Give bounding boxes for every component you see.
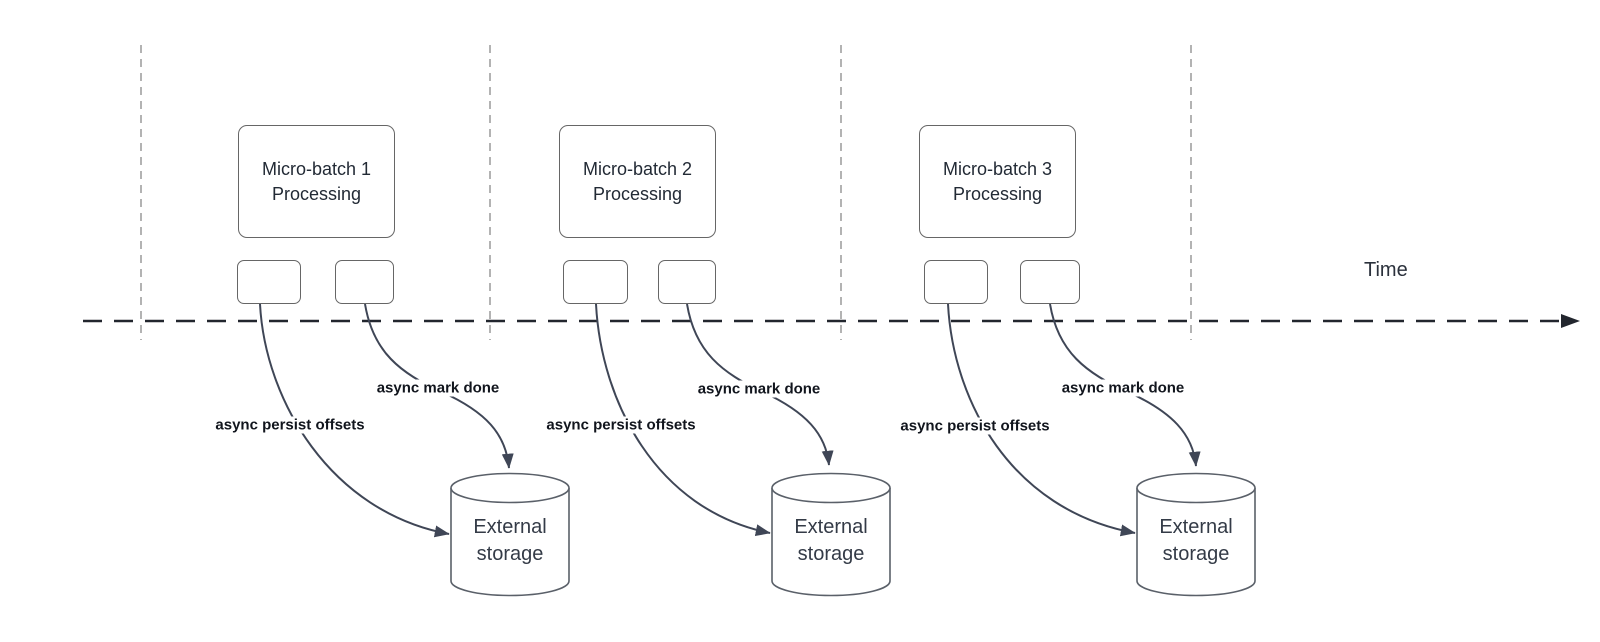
mark-done-label-2: async mark done xyxy=(694,380,824,398)
persist-offsets-arrow-2 xyxy=(595,303,771,537)
database-cylinder-icon-1 xyxy=(450,472,570,597)
process-box-micro-batch-2: Micro-batch 2 Processing xyxy=(559,125,716,238)
external-storage-label-1: External storage xyxy=(473,516,547,565)
external-storage-label-3: External storage xyxy=(1159,516,1233,565)
time-axis-label: Time xyxy=(1364,259,1408,281)
persist-offsets-label-3: async persist offsets xyxy=(897,417,1053,435)
process-box-micro-batch-3: Micro-batch 3 Processing xyxy=(919,125,1076,238)
time-axis-arrowhead-icon xyxy=(1561,314,1580,328)
database-cylinder-icon-3 xyxy=(1136,472,1256,597)
process-box-micro-batch-1: Micro-batch 1 Processing xyxy=(238,125,395,238)
external-storage-label-2: External storage xyxy=(794,516,868,565)
offsets-task-chip-1 xyxy=(237,260,301,304)
done-task-chip-3 xyxy=(1020,260,1080,304)
persist-offsets-arrow-1 xyxy=(259,303,450,538)
persist-offsets-label-1: async persist offsets xyxy=(212,416,368,434)
mark-done-label-1: async mark done xyxy=(373,379,503,397)
persist-offsets-label-2: async persist offsets xyxy=(543,416,699,434)
done-task-chip-1 xyxy=(335,260,394,304)
offsets-task-chip-3 xyxy=(924,260,988,304)
offsets-task-chip-2 xyxy=(563,260,628,304)
persist-offsets-arrow-3 xyxy=(947,303,1136,537)
database-cylinder-icon-2 xyxy=(771,472,891,597)
done-task-chip-2 xyxy=(658,260,716,304)
mark-done-label-3: async mark done xyxy=(1058,379,1188,397)
